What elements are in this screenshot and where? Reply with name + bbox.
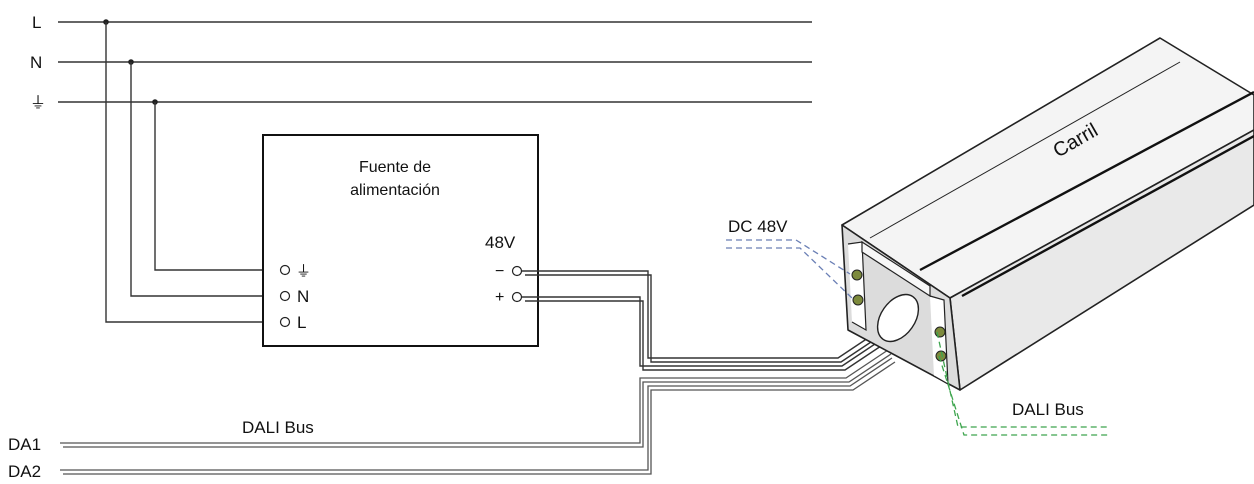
dali-callout-label: DALI Bus	[1012, 400, 1084, 419]
terminal-line-in	[279, 316, 291, 328]
dali-callout-line-2	[938, 355, 1108, 436]
dc-callout: DC 48V	[726, 217, 853, 299]
terminal-line-label: L	[297, 313, 306, 332]
rail-edge-inner	[869, 61, 1181, 239]
rail-profile-left	[847, 241, 867, 332]
wire-L-to-psu	[105, 22, 280, 323]
power-supply-box	[262, 134, 539, 347]
terminal-plus-out	[511, 291, 523, 303]
rail-contact-1	[851, 269, 863, 281]
terminal-earth-icon: ⏚	[296, 263, 311, 280]
dc-output-wires	[522, 270, 888, 371]
terminal-earth-in	[279, 264, 291, 276]
rail: Carril	[841, 37, 1254, 391]
rail-contact-2	[852, 294, 864, 306]
rail-groove-2	[961, 134, 1254, 298]
power-supply: Fuente de alimentación 48V ⏚ N L − +	[262, 134, 539, 347]
power-supply-title-2: alimentación	[350, 182, 440, 199]
dc-callout-line-2	[726, 247, 853, 299]
wire-N-to-psu	[130, 62, 280, 297]
terminal-plus-label: +	[495, 289, 504, 306]
mains-neutral-label: N	[30, 53, 42, 72]
wire-dc-minus	[522, 270, 881, 359]
rail-cable-hole	[876, 293, 920, 343]
mains-earth-icon: ⏚	[30, 94, 46, 112]
dc-callout-line-1	[726, 239, 851, 275]
terminal-minus-out	[511, 265, 523, 277]
wire-da1	[60, 349, 889, 444]
power-supply-voltage-label: 48V	[485, 233, 516, 252]
terminal-neutral-label: N	[297, 287, 309, 306]
rail-profile-top	[861, 240, 931, 298]
dc-callout-label: DC 48V	[728, 217, 788, 236]
wire-dc-plus	[522, 296, 885, 367]
mains-line-label: L	[32, 13, 41, 32]
rail-contact-3	[934, 326, 946, 338]
wire-da2-2	[63, 361, 896, 475]
terminal-minus-label: −	[495, 263, 504, 280]
rail-groove-1	[919, 90, 1254, 272]
wire-da2	[60, 357, 893, 471]
wire-da1-2	[63, 353, 892, 448]
wire-dc-minus-2	[525, 274, 884, 363]
dali-callout-line-1	[936, 331, 1108, 428]
dali-callout: DALI Bus	[936, 331, 1108, 436]
wire-PE-to-psu	[154, 102, 280, 271]
terminal-neutral-in	[279, 290, 291, 302]
wire-dc-plus-2	[525, 300, 888, 371]
dali-bus-label: DALI Bus	[242, 418, 314, 437]
dali-bus: DALI Bus DA1 DA2	[8, 349, 896, 481]
power-supply-title-1: Fuente de	[359, 159, 431, 176]
mains-lines: L N ⏚	[30, 13, 812, 323]
da1-label: DA1	[8, 435, 41, 454]
da2-label: DA2	[8, 462, 41, 481]
